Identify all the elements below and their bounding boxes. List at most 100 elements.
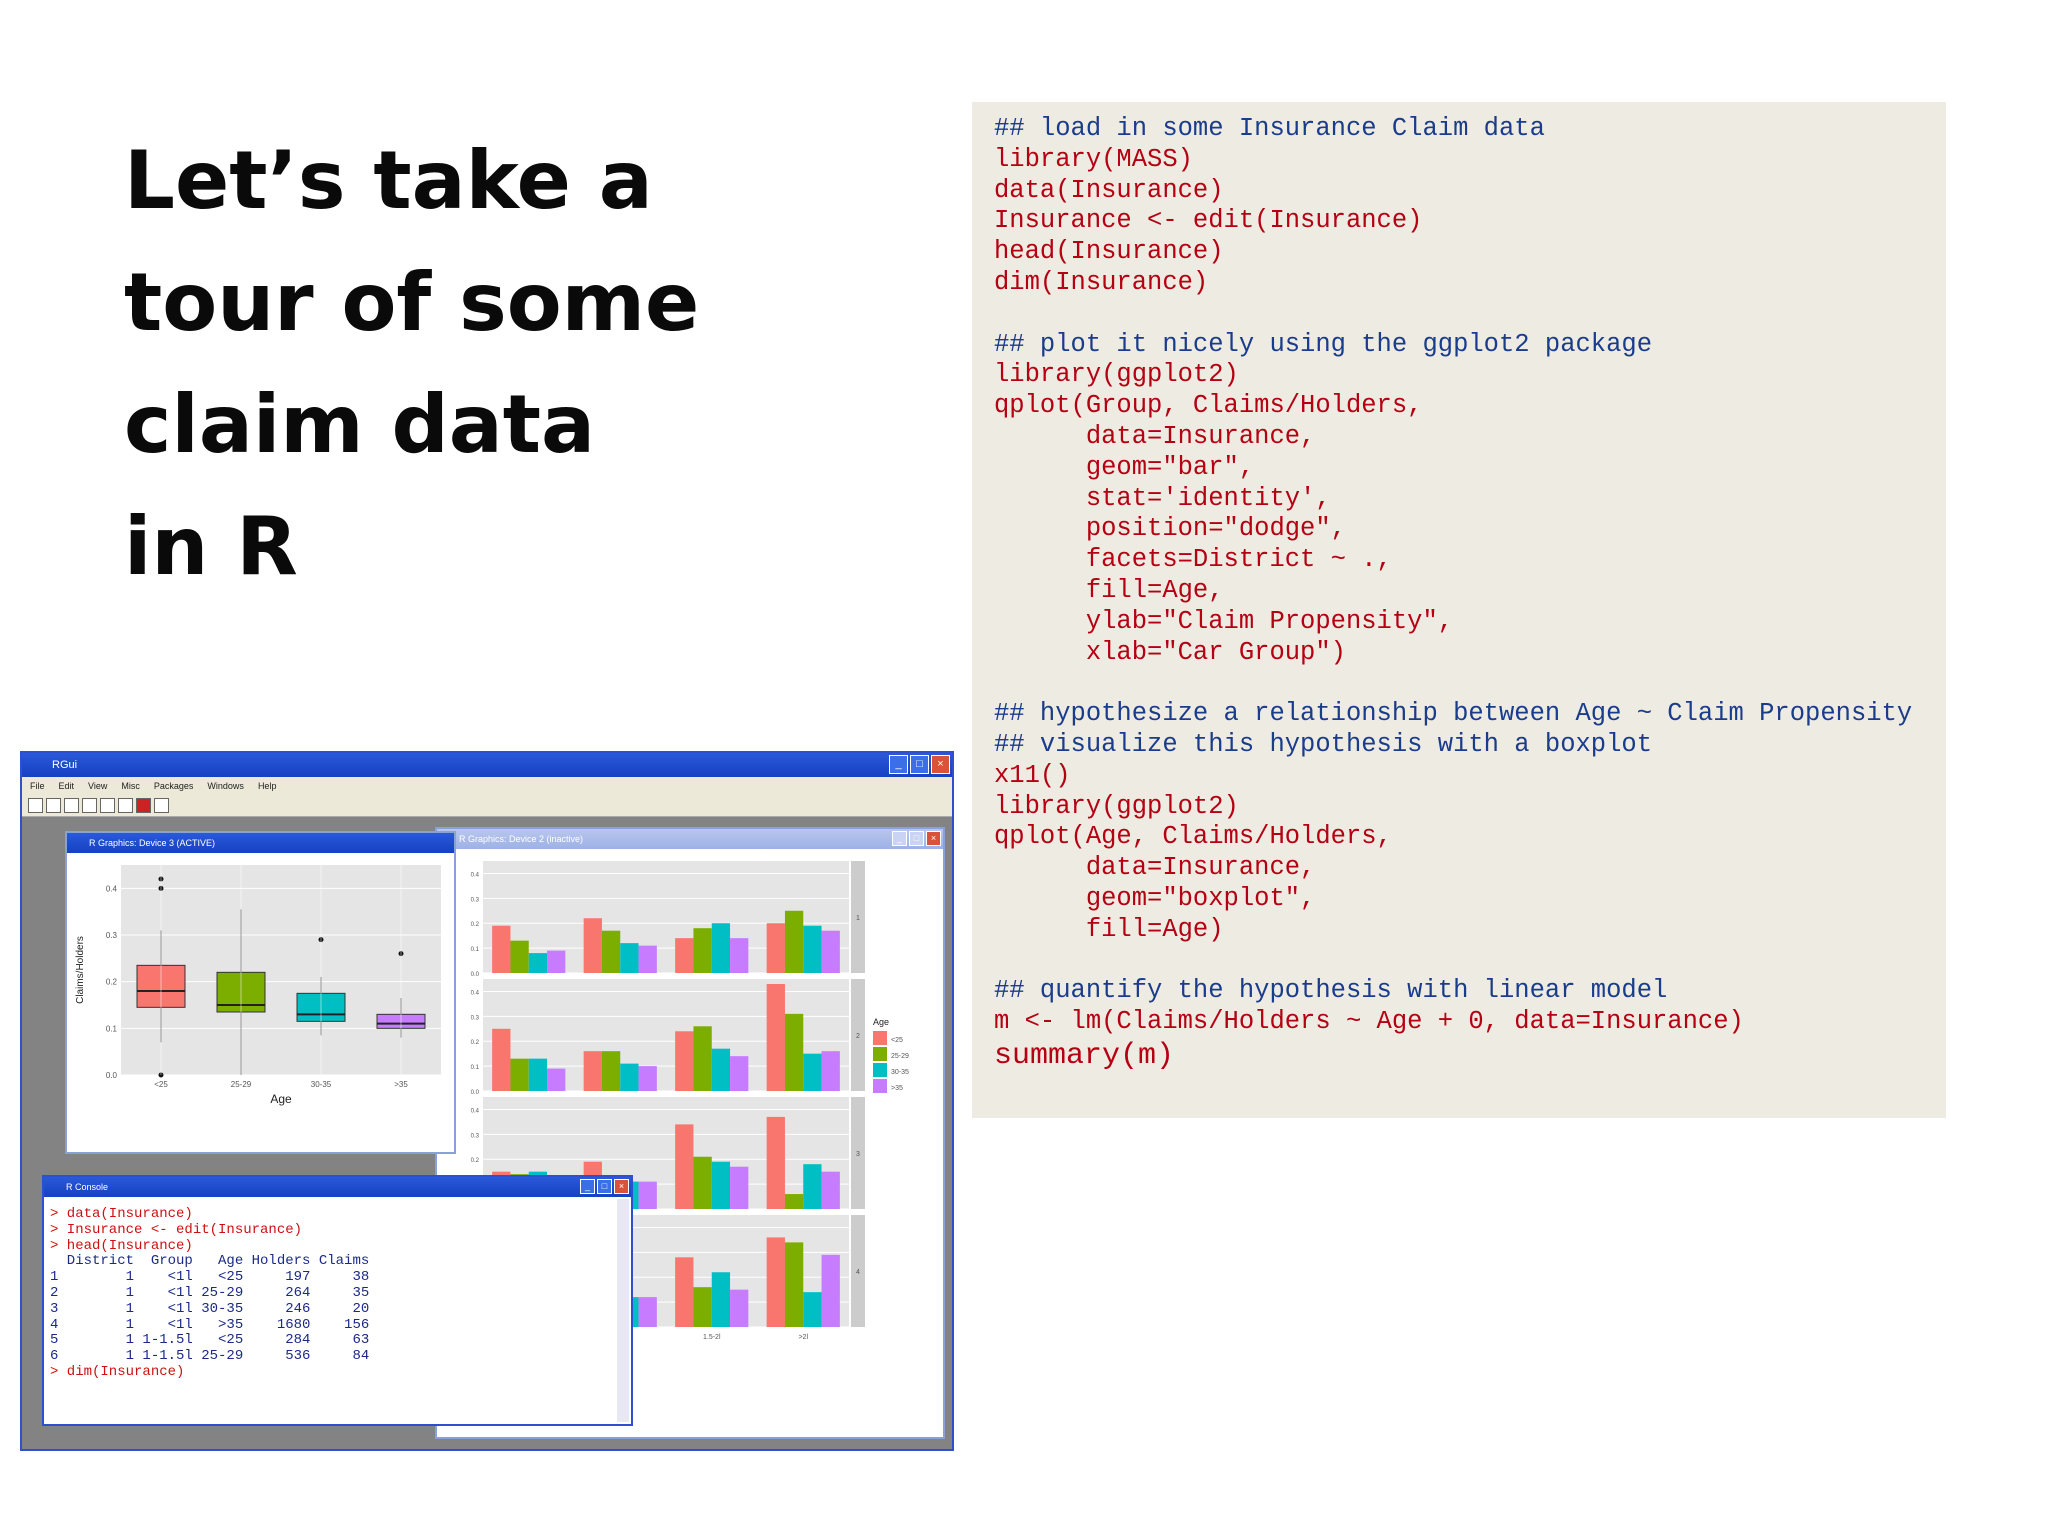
menu-help[interactable]: Help — [257, 781, 277, 791]
y-tick-label: 0.3 — [106, 931, 118, 940]
legend-swatch — [873, 1047, 887, 1061]
print-icon[interactable] — [154, 798, 169, 813]
y-tick-label: 0.2 — [106, 978, 118, 987]
code-line: Insurance <- edit(Insurance) — [994, 206, 1423, 236]
title-line: claim data — [124, 378, 595, 471]
y-tick-label: 0.3 — [471, 1015, 480, 1021]
console-table-row: 3 1 <1l 30-35 246 20 — [50, 1300, 370, 1317]
code-line: dim(Insurance) — [994, 267, 1209, 297]
y-tick-label: 0.4 — [471, 990, 480, 996]
code-comment: ## load in some Insurance Claim data — [994, 114, 1545, 143]
code-line: qplot(Age, Claims/Holders, — [994, 822, 1392, 852]
close-button[interactable]: × — [614, 1179, 629, 1194]
rgui-titlebar: RGui _ □ × — [22, 753, 952, 777]
paste-icon[interactable] — [100, 798, 115, 813]
copy-icon[interactable] — [82, 798, 97, 813]
minimize-button[interactable]: _ — [580, 1179, 595, 1194]
maximize-button[interactable]: □ — [597, 1179, 612, 1194]
x-tick-label: 1.5-2l — [703, 1334, 721, 1341]
bar — [638, 1297, 657, 1327]
console-command: > head(Insurance) — [50, 1237, 193, 1254]
y-tick-label: 0.4 — [106, 884, 118, 893]
open-script-icon[interactable] — [28, 798, 43, 813]
y-tick-label: 0.2 — [471, 1040, 480, 1046]
bar — [492, 925, 511, 973]
slide-title: Let’s take a tour of some claim data in … — [124, 120, 699, 608]
bar — [766, 1237, 785, 1327]
save-icon[interactable] — [64, 798, 79, 813]
code-comment: ## hypothesize a relationship between Ag… — [994, 699, 1913, 729]
console-table-row: 1 1 <1l <25 197 38 — [50, 1269, 370, 1286]
bar — [784, 1242, 804, 1327]
y-tick-label: 0.4 — [471, 872, 480, 878]
y-tick-label: 0.2 — [471, 922, 480, 928]
console-table-header: District Group Age Holders Claims — [50, 1253, 370, 1270]
code-line: geom="bar", — [994, 452, 1255, 482]
bar — [693, 1156, 712, 1209]
console-command: > data(Insurance) — [50, 1206, 193, 1222]
y-tick-label: 0.2 — [471, 1158, 480, 1164]
menu-packages[interactable]: Packages — [153, 781, 194, 791]
close-button[interactable]: × — [931, 755, 950, 774]
code-line: facets=District ~ ., — [994, 545, 1392, 575]
bar — [730, 1166, 749, 1209]
facet-strip — [851, 979, 865, 1091]
bar — [638, 1066, 657, 1091]
bar — [803, 925, 822, 973]
menu-misc[interactable]: Misc — [121, 781, 140, 791]
maximize-button[interactable]: □ — [910, 755, 929, 774]
rgui-toolbar — [22, 795, 952, 817]
code-comment: ## quantify the hypothesis with linear m… — [994, 976, 1668, 1006]
minimize-button[interactable]: _ — [892, 831, 907, 846]
bar — [547, 950, 566, 973]
title-line: tour of some — [124, 256, 700, 349]
console-table-row: 6 1 1-1.5l 25-29 536 84 — [50, 1348, 370, 1365]
code-line: stat='identity', — [994, 483, 1331, 513]
facet-label: 3 — [856, 1151, 860, 1158]
code-line: data(Insurance) — [994, 175, 1224, 205]
x-tick-label: >2l — [798, 1334, 808, 1341]
menu-view[interactable]: View — [88, 781, 108, 791]
y-tick-label: 0.0 — [106, 1071, 118, 1080]
code-line: library(ggplot2) — [994, 360, 1239, 390]
y-tick-label: 0.1 — [471, 947, 480, 953]
legend-title: Age — [873, 1017, 889, 1027]
copy-paste-icon[interactable] — [118, 798, 133, 813]
y-tick-label: 0.0 — [471, 1090, 480, 1096]
code-line: m <- lm(Claims/Holders ~ Age + 0, data=I… — [994, 1007, 1744, 1037]
code-listing: ## load in some Insurance Claim data lib… — [994, 114, 1912, 1074]
minimize-button[interactable]: _ — [889, 755, 908, 774]
bar — [766, 923, 785, 973]
console-output[interactable]: > data(Insurance) > Insurance <- edit(In… — [50, 1206, 370, 1381]
maximize-button[interactable]: □ — [909, 831, 924, 846]
legend-label: >35 — [891, 1085, 903, 1092]
console-scrollbar[interactable] — [617, 1199, 629, 1422]
bar — [510, 1058, 529, 1091]
code-line-summary: summary(m) — [994, 1038, 1175, 1073]
close-button[interactable]: × — [926, 831, 941, 846]
menu-windows[interactable]: Windows — [207, 781, 244, 791]
load-workspace-icon[interactable] — [46, 798, 61, 813]
bar — [693, 928, 712, 973]
code-line: fill=Age, — [994, 575, 1224, 605]
rgui-title: RGui — [52, 759, 78, 771]
menu-file[interactable]: File — [30, 781, 45, 791]
title-line: in R — [124, 500, 298, 593]
console-titlebar: R Console _ □ × — [44, 1177, 631, 1197]
y-tick-label: 0.3 — [471, 1133, 480, 1139]
menu-edit[interactable]: Edit — [58, 781, 75, 791]
bar — [711, 923, 731, 973]
code-line: xlab="Car Group") — [994, 637, 1346, 667]
bar — [693, 1026, 712, 1091]
window-title: R Graphics: Device 2 (inactive) — [459, 834, 584, 844]
bar — [638, 1181, 657, 1209]
y-tick-label: 0.1 — [471, 1065, 480, 1071]
x-tick-label: <25 — [154, 1080, 168, 1089]
code-line: data=Insurance, — [994, 421, 1316, 451]
bar — [711, 1048, 731, 1091]
code-line: geom="boxplot", — [994, 883, 1316, 913]
bar — [711, 1161, 731, 1209]
code-line: qplot(Group, Claims/Holders, — [994, 391, 1423, 421]
stop-icon[interactable] — [136, 798, 151, 813]
legend-label: <25 — [891, 1037, 903, 1044]
